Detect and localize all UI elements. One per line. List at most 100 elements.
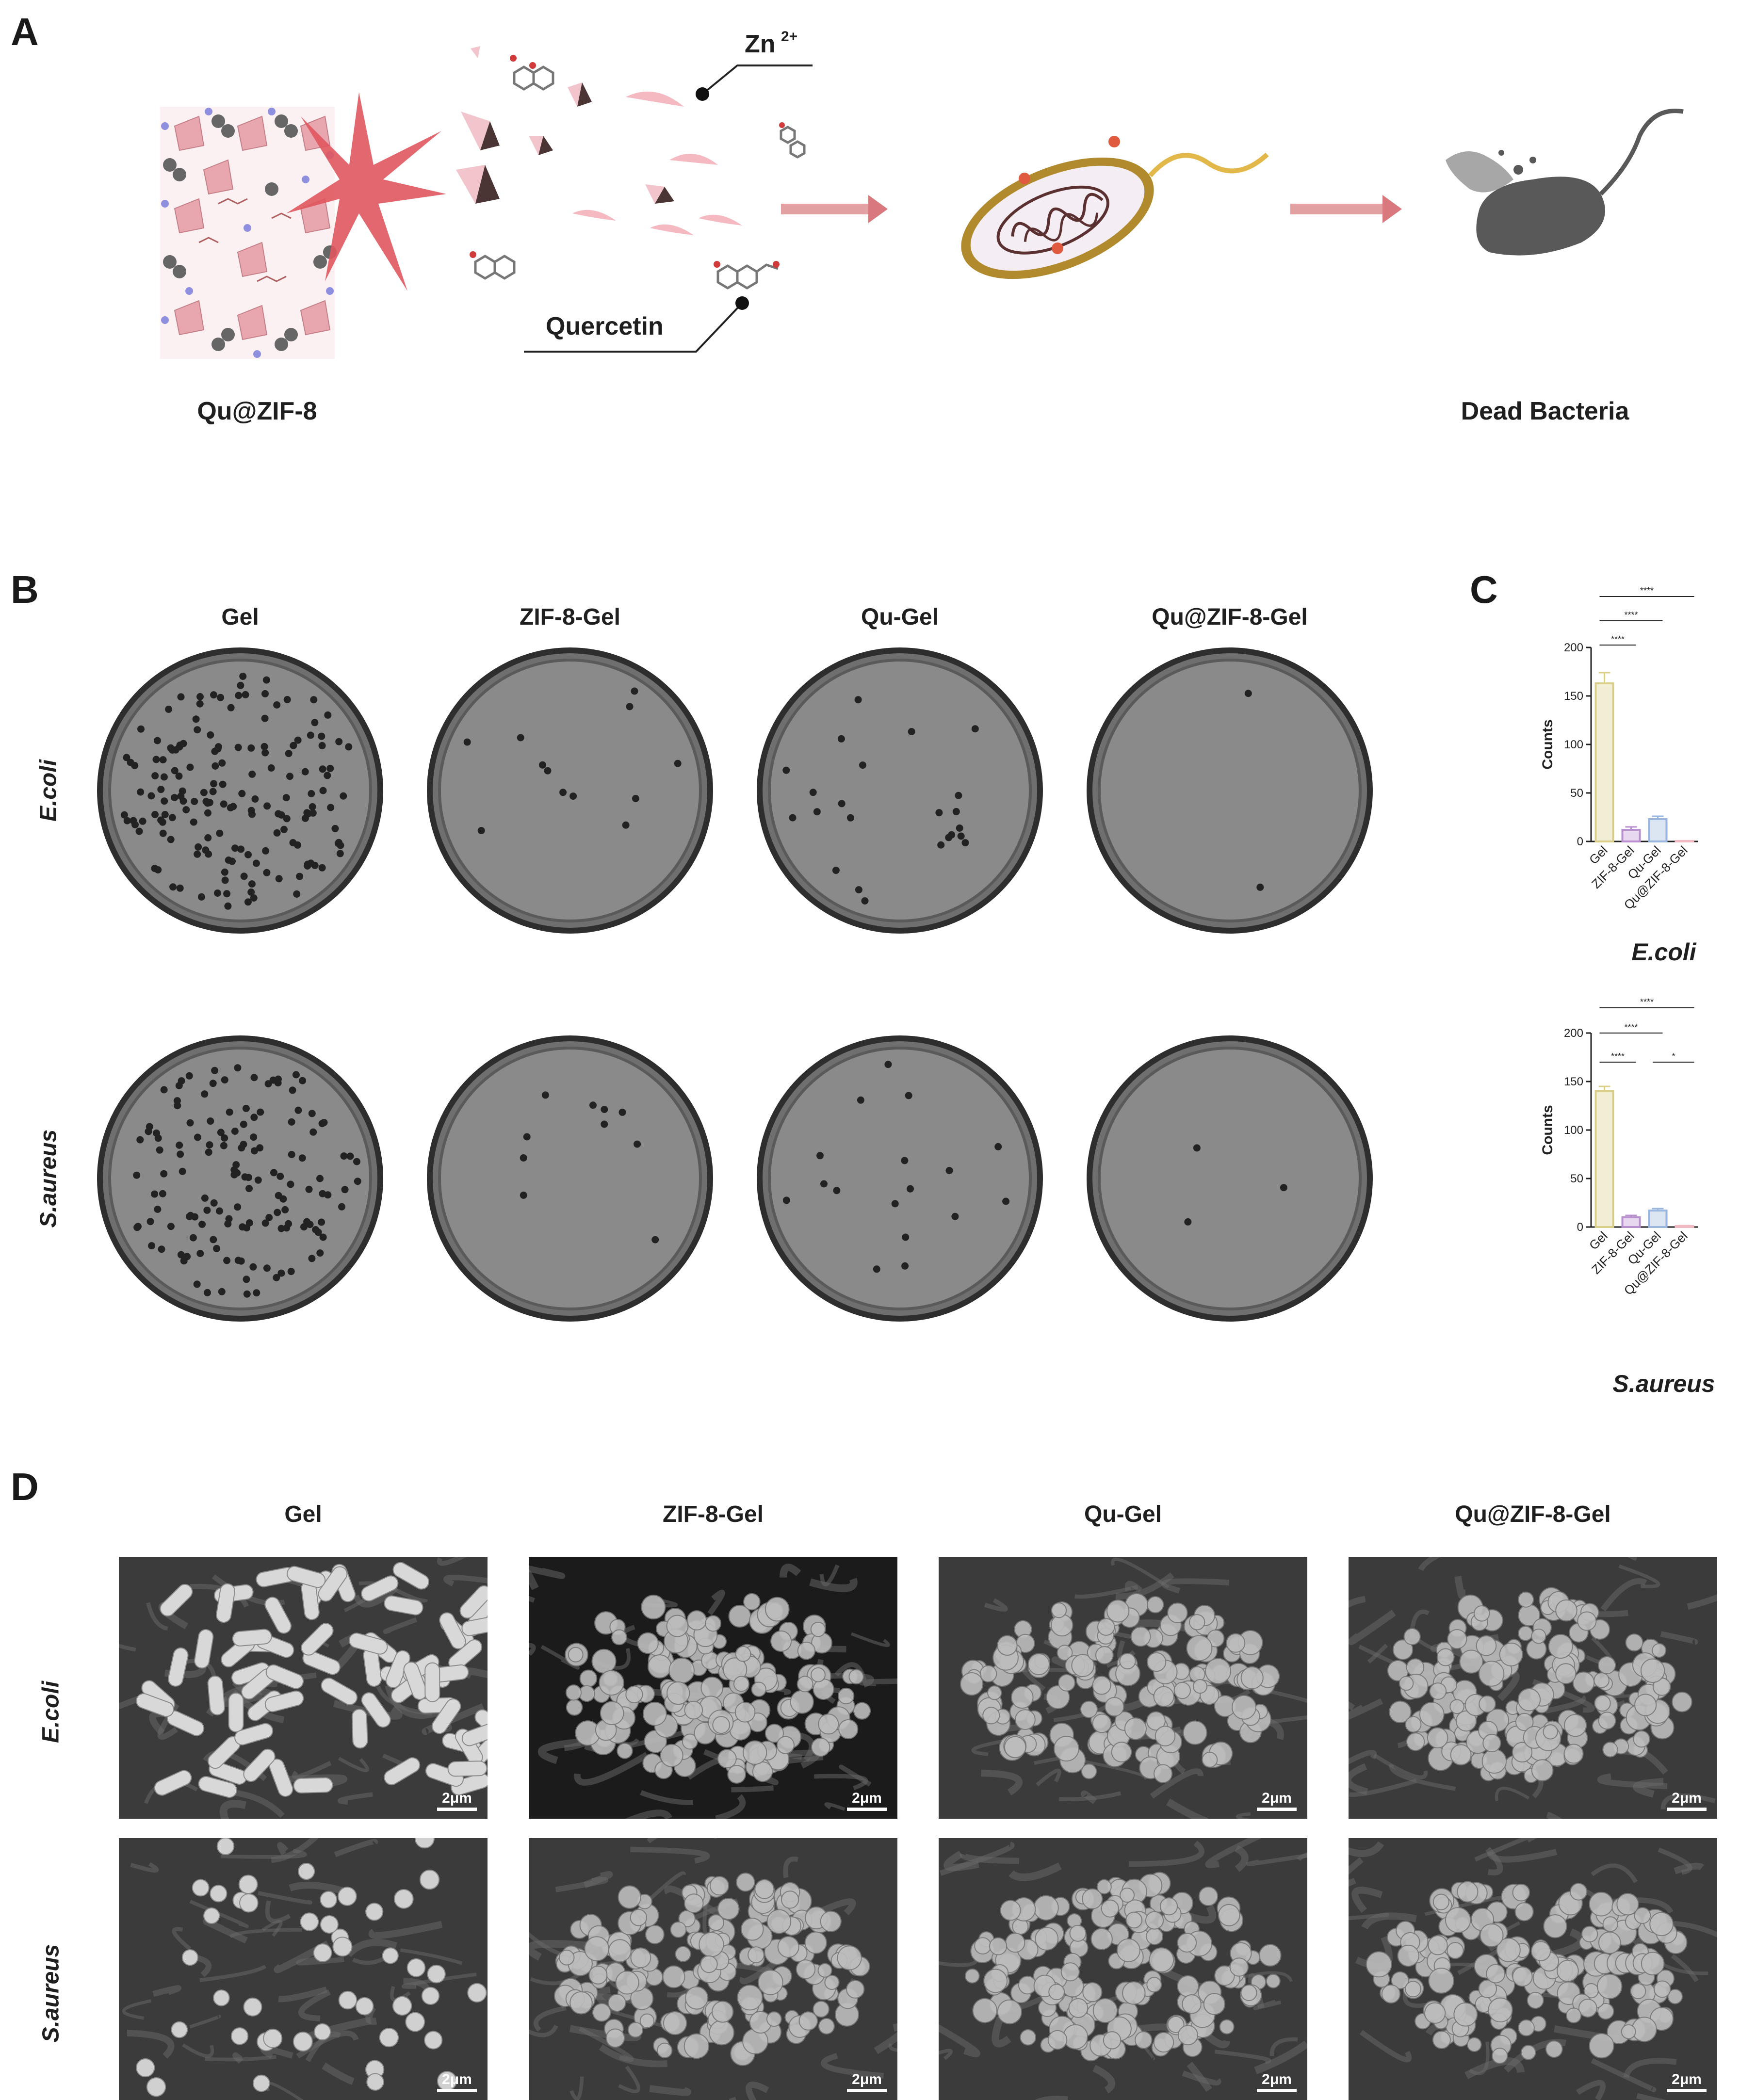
- bar: [1621, 829, 1641, 842]
- scale-bar: 2μm: [1667, 2071, 1707, 2092]
- colony-dot: [248, 880, 256, 888]
- bacterium-icon: [961, 152, 1269, 279]
- colony-dot: [194, 1133, 201, 1141]
- colony-dot: [245, 1185, 253, 1193]
- colony-dot: [211, 762, 219, 770]
- scale-bar-label: 2μm: [1672, 1790, 1702, 1806]
- colony-dot: [230, 1171, 238, 1179]
- colony-dot: [209, 788, 217, 795]
- sem-micrograph: 2μm: [939, 1557, 1307, 1819]
- colony-dot: [218, 1288, 226, 1295]
- colony-dot: [309, 803, 316, 810]
- colony-dot: [341, 1186, 349, 1194]
- colony-dot: [152, 756, 160, 763]
- colony-dot: [948, 831, 956, 839]
- colony-dot: [287, 1268, 295, 1276]
- colony-dot: [288, 1151, 295, 1158]
- colony-dot: [167, 1223, 175, 1230]
- colony-dot: [201, 1194, 209, 1202]
- colony-dot: [224, 1220, 232, 1228]
- colony-dot: [846, 814, 854, 822]
- colony-dot: [161, 797, 168, 805]
- burst-icon: [286, 92, 446, 291]
- colony-dot: [204, 809, 211, 817]
- colony-dot: [160, 773, 168, 781]
- colony-dot: [294, 1106, 302, 1114]
- colony-dot: [463, 738, 471, 746]
- colony-dot: [270, 1169, 277, 1177]
- plate-col-header-gel: Gel: [221, 604, 259, 630]
- colony-dot: [221, 868, 228, 876]
- colony-dot: [1002, 1197, 1010, 1205]
- colony-dot: [937, 841, 945, 849]
- colony-dot: [133, 1171, 141, 1179]
- colony-dot: [159, 756, 167, 764]
- colony-dot: [293, 890, 301, 898]
- colony-dot: [196, 700, 204, 708]
- colony-dot: [340, 792, 347, 800]
- colony-dot: [260, 743, 268, 750]
- colony-dot: [250, 1114, 258, 1121]
- colony-dot: [832, 867, 840, 874]
- colony-dot: [837, 735, 845, 743]
- colony-dot: [190, 818, 197, 826]
- y-tick-label: 0: [1577, 1221, 1583, 1234]
- colony-dot: [131, 821, 139, 828]
- sem-row-header-saureus: S.aureus: [38, 1944, 64, 2043]
- colony-dot: [234, 743, 242, 751]
- dead-bacteria-label: Dead Bacteria: [1461, 397, 1630, 425]
- colony-dot: [135, 827, 143, 835]
- colony-dot: [353, 1158, 360, 1165]
- colony-dot: [168, 814, 176, 822]
- zn-pointer-dot: [696, 87, 709, 101]
- colony-dot: [263, 869, 271, 876]
- colony-dot: [207, 731, 214, 739]
- colony-dot: [210, 1199, 218, 1207]
- scale-bar: 2μm: [847, 1790, 887, 1811]
- colony-dot: [237, 1257, 245, 1265]
- colony-dot: [226, 1108, 233, 1116]
- plate-col-header-qu-gel: Qu-Gel: [861, 604, 939, 630]
- plate-col-header-quzif8-gel: Qu@ZIF-8-Gel: [1152, 604, 1308, 630]
- colony-dot: [861, 897, 869, 905]
- colony-dot: [327, 804, 335, 811]
- agar-plate: [97, 1035, 383, 1322]
- scale-bar: 2μm: [1667, 1790, 1707, 1811]
- colony-dot: [961, 839, 969, 847]
- scale-bar-line: [847, 2089, 887, 2092]
- colony-dot: [304, 860, 311, 868]
- colony-dot: [287, 1180, 294, 1188]
- colony-dot: [251, 1147, 258, 1155]
- colony-dot: [1184, 1218, 1192, 1226]
- colony-dot: [159, 1190, 166, 1197]
- colony-dot: [340, 1152, 348, 1160]
- colony-dot: [261, 1219, 269, 1227]
- colony-dot: [318, 864, 326, 872]
- colony-dot: [157, 786, 165, 793]
- sem-micrograph: 2μm: [529, 1557, 897, 1819]
- sem-micrograph: 2μm: [529, 1838, 897, 2100]
- colony-dot: [859, 761, 866, 769]
- colony-dot: [187, 1212, 195, 1219]
- scale-bar-line: [1257, 1808, 1297, 1811]
- colony-dot: [816, 1152, 824, 1160]
- colony-dot: [326, 764, 334, 772]
- colony-dot: [306, 1221, 314, 1228]
- colony-dot: [210, 691, 217, 699]
- colony-dot: [956, 824, 963, 832]
- colony-dot: [265, 1214, 273, 1221]
- colony-dot: [957, 832, 965, 840]
- colony-dot: [789, 814, 797, 822]
- quercetin-molecule-icon: [474, 65, 806, 290]
- colony-dot: [234, 1064, 242, 1072]
- colony-dot: [123, 817, 131, 824]
- colony-dot: [905, 1092, 912, 1099]
- dead-bacterium-icon: [1446, 109, 1684, 256]
- colony-dot: [256, 1144, 264, 1152]
- colony-dot: [160, 1086, 168, 1094]
- colony-dot: [176, 884, 184, 892]
- colony-dot: [151, 811, 159, 818]
- colony-dot: [231, 844, 239, 852]
- colony-dot: [240, 1120, 247, 1128]
- colony-dot: [318, 1218, 325, 1226]
